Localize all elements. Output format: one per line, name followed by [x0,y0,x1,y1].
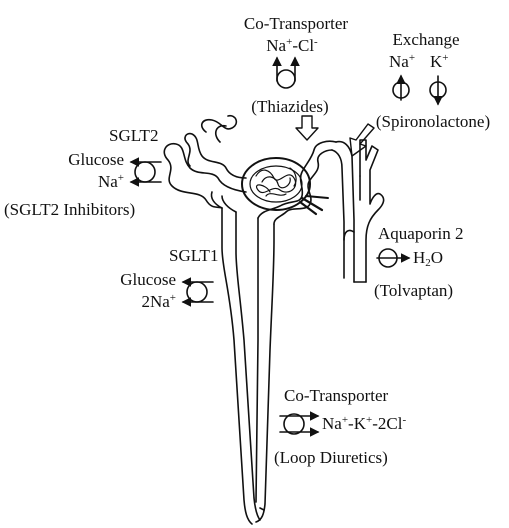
aquaporin-drug: (Tolvaptan) [374,281,453,301]
aquaporin-water: H2O [413,248,443,268]
sglt2-glucose: Glucose [68,150,124,170]
thiazide-drug: (Thiazides) [251,97,328,117]
loop-drug: (Loop Diuretics) [274,448,388,468]
sglt2-symbol [131,162,161,182]
sglt1-symbol [183,282,213,302]
aquaporin-title: Aquaporin 2 [378,224,463,244]
thiazide-title: Co-Transporter [244,14,348,34]
sglt2-title: SGLT2 [109,126,158,146]
collecting-duct [332,140,384,282]
loop-ions: Na+-K+-2Cl- [322,414,406,434]
loop-of-henle [222,208,274,524]
loop-cotransporter-symbol [280,414,318,434]
sglt2-drug: (SGLT2 Inhibitors) [4,200,135,220]
spironolactone-drug: (Spironolactone) [376,112,490,132]
sglt2-na: Na+ [98,172,124,192]
thiazide-ions: Na+-Cl- [266,36,317,56]
sglt1-title: SGLT1 [169,246,218,266]
aquaporin-symbol [377,249,409,267]
sglt1-na: 2Na+ [141,292,176,312]
exchange-k: K+ [430,52,449,72]
loop-title: Co-Transporter [284,386,388,406]
exchange-title: Exchange [392,30,459,50]
proximal-convoluted-tubule [164,116,246,212]
sglt1-glucose: Glucose [120,270,176,290]
distal-convoluted-tubule [258,141,336,224]
exchange-na: Na+ [389,52,415,72]
glomerulus [242,158,328,214]
